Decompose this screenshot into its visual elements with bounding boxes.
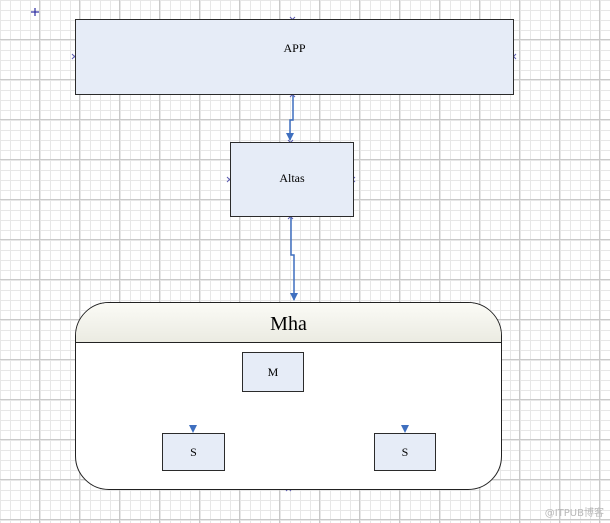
origin-marker-icon bbox=[31, 8, 39, 16]
app-node-label: APP bbox=[283, 40, 306, 55]
slave-right-node[interactable]: S bbox=[374, 433, 436, 471]
connector-app-to-altas[interactable] bbox=[286, 95, 294, 141]
mha-header: Mha bbox=[76, 303, 501, 343]
altas-node[interactable]: Altas bbox=[230, 142, 354, 217]
altas-node-label: Altas bbox=[279, 171, 305, 185]
connector-altas-to-mha[interactable] bbox=[290, 217, 298, 301]
slave-left-node-label: S bbox=[190, 444, 197, 459]
app-node[interactable]: APP bbox=[75, 19, 514, 95]
master-node[interactable]: M bbox=[242, 352, 304, 392]
slave-left-node[interactable]: S bbox=[162, 433, 225, 471]
watermark: @ITPUB博客 bbox=[544, 508, 604, 519]
master-node-label: M bbox=[267, 364, 279, 379]
mha-container[interactable]: Mha bbox=[75, 302, 502, 490]
mha-title: Mha bbox=[270, 313, 307, 335]
slave-right-node-label: S bbox=[401, 444, 409, 459]
